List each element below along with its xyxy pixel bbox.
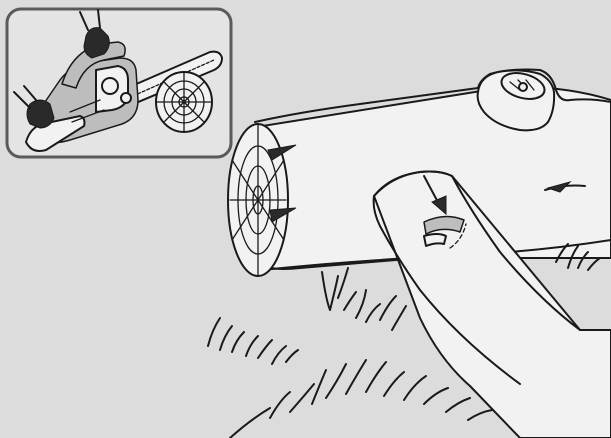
- log-cross-section-icon: [156, 72, 212, 132]
